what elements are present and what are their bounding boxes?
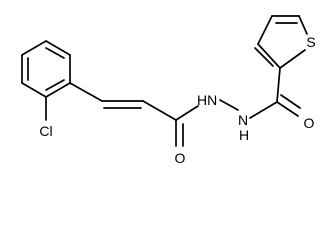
oxygen-label-right: O: [304, 115, 315, 131]
ring-double-bond: [45, 47, 65, 59]
n-right-label: N: [238, 112, 248, 128]
n-n-bond: [219, 99, 239, 111]
ring-bond: [21, 82, 47, 98]
amide-n-bond: [249, 101, 278, 119]
ring-bond: [298, 15, 308, 35]
ring-double-bond: [45, 79, 65, 91]
carbonyl-double-bond: [280, 94, 301, 109]
chlorine-label: Cl: [39, 123, 52, 139]
vinyl-bond: [69, 82, 103, 102]
thiophene-ring: [254, 15, 308, 103]
chlorophenyl-ring: [21, 40, 71, 98]
carbonyl-bond: [276, 101, 299, 117]
structure-canvas: Cl O HN N H O S: [21, 15, 316, 166]
nh-left-label: HN: [197, 92, 217, 108]
ring-bond: [45, 82, 71, 98]
sulfur-label: S: [306, 34, 315, 50]
molecule-drawing: Cl O HN N H O S: [21, 15, 316, 166]
oxygen-label-left: O: [175, 150, 186, 166]
ring-bond: [45, 40, 71, 56]
ring-bond: [257, 15, 273, 45]
ring-bond: [279, 49, 306, 69]
n-right-h-label: H: [239, 127, 249, 143]
ring-bond: [257, 43, 281, 69]
ring-bond: [21, 40, 47, 56]
ring-bond: [276, 67, 281, 103]
amide-n-bond: [175, 105, 199, 121]
ring-double-bond: [254, 47, 274, 67]
vinyl-bond: [142, 100, 177, 121]
